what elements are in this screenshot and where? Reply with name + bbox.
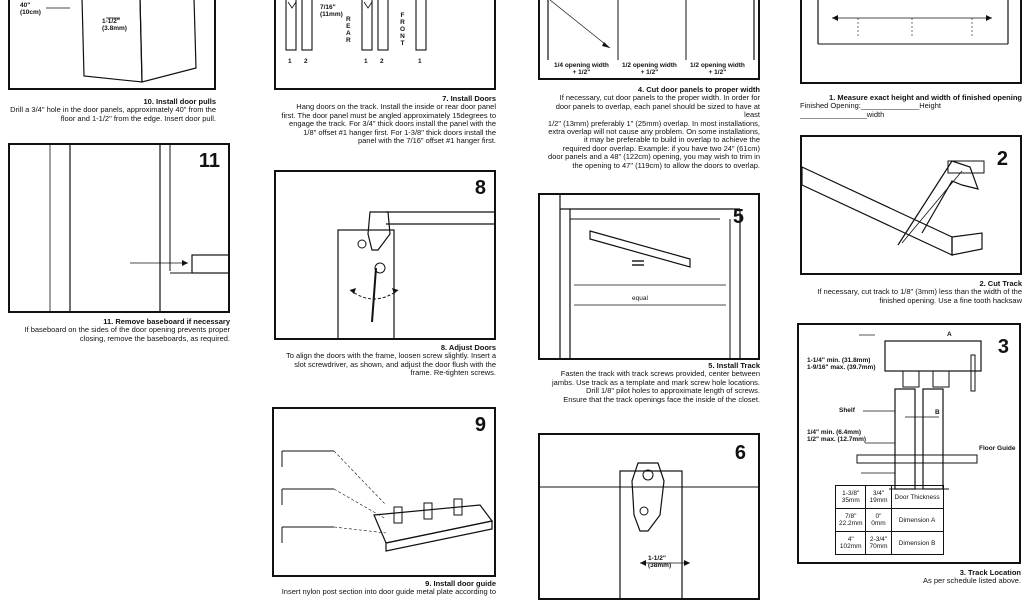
panel-step-5: 5 equal: [538, 193, 760, 360]
step-4-body: If necessary, cut door panels to the pro…: [547, 93, 760, 170]
step-4-title: 4. Cut door panels to proper width: [637, 85, 760, 94]
step-9-caption: 9. Install door guide Insert nylon post …: [272, 579, 496, 597]
table-row: 1-3/8" 35mm 3/4" 19mm Door Thickness: [834, 485, 944, 509]
equal-label: equal: [632, 295, 648, 302]
step-8-caption: 8. Adjust Doors To align the doors with …: [274, 343, 496, 378]
step-2-title: 2. Cut Track: [979, 279, 1022, 288]
front-label: F R O N T: [400, 12, 406, 47]
step-9-number: 9: [474, 414, 486, 436]
step-7-title: 7. Install Doors: [442, 94, 496, 103]
step-3-caption: 3. Track Location As per schedule listed…: [797, 568, 1021, 586]
step-9-body: Insert nylon post section into door guid…: [281, 587, 496, 597]
hanger-position-illustration: [540, 462, 758, 598]
step-11-number: 11: [198, 150, 220, 172]
track-top-dimension-label: 1-1/4" min. (31.8mm) 1-9/16" max. (39.7m…: [807, 357, 876, 371]
step-5-number: 5: [732, 206, 744, 228]
panel-step-4: 1/4 opening width + 1/2" 1/2 opening wid…: [538, 0, 760, 80]
step-5-title: 5. Install Track: [708, 361, 760, 370]
width-label-1: 1/4 opening width + 1/2": [554, 62, 609, 76]
step-1-caption: 1. Measure exact height and width of fin…: [800, 93, 1022, 119]
hanger-number-4: 2: [380, 58, 384, 65]
step-11-caption: 11. Remove baseboard if necessary If bas…: [8, 317, 230, 343]
panel-step-10: 40" (10cm) 1-1/2" (3.8mm): [8, 0, 216, 90]
install-track-illustration: [559, 195, 741, 358]
width-label-2: 1/2 opening width + 1/2": [622, 62, 677, 76]
floor-guide-label: Floor Guide: [979, 445, 1016, 452]
table-cell: Dimension A: [890, 508, 944, 532]
dimension-a-label: A: [947, 331, 952, 338]
baseboard-illustration: [49, 145, 228, 311]
door-pull-illustration: [46, 0, 197, 83]
table-cell: 7/8" 22.2mm: [834, 508, 867, 532]
step-8-body: To align the doors with the frame, loose…: [286, 351, 496, 378]
step-10-body: Drill a 3/4" hole in the door panels, ap…: [10, 105, 216, 123]
table-cell: 0" 0mm: [865, 508, 892, 532]
table-cell: 1-3/8" 35mm: [834, 485, 867, 509]
step-3-body: As per schedule listed above.: [923, 576, 1021, 586]
step-10-caption: 10. Install door pulls Drill a 3/4" hole…: [8, 97, 216, 123]
table-cell: 3/4" 19mm: [865, 485, 892, 509]
step-10-title: 10. Install door pulls: [143, 97, 216, 106]
hanger-number-1: 1: [288, 58, 292, 65]
hanger-dimension-label: 1-1/2" (38mm): [648, 555, 672, 569]
panel-step-6: 6 1-1/2" (38mm): [538, 433, 760, 600]
track-dimension-table: 1-3/8" 35mm 3/4" 19mm Door Thickness 7/8…: [834, 485, 944, 555]
panel-step-2: 2: [800, 135, 1022, 275]
panel-width-illustration: [547, 0, 755, 60]
table-row: 4" 102mm 2-3/4" 70mm Dimension B: [834, 531, 944, 555]
table-cell: Dimension B: [890, 531, 944, 555]
step-4-caption: 4. Cut door panels to proper width If ne…: [538, 85, 760, 170]
step-9-title: 9. Install door guide: [425, 579, 496, 588]
rear-label: R E A R: [346, 16, 351, 44]
shelf-label: Shelf: [839, 407, 855, 414]
width-label-3: 1/2 opening width + 1/2": [690, 62, 745, 76]
panel-step-11: 11: [8, 143, 230, 313]
step-8-title: 8. Adjust Doors: [440, 343, 496, 352]
door-hanger-illustration: [285, 0, 427, 51]
hanger-offset-label: 7/16" (11mm): [320, 4, 343, 18]
step-6-number: 6: [734, 442, 746, 464]
adjust-door-illustration: [337, 211, 494, 338]
step-2-body: If necessary, cut track to 1/8" (3mm) le…: [817, 287, 1022, 305]
step-11-body: If baseboard on the sides of the door op…: [24, 325, 230, 343]
step-3-number: 3: [997, 336, 1009, 358]
step-2-caption: 2. Cut Track If necessary, cut track to …: [800, 279, 1022, 305]
step-8-number: 8: [474, 177, 486, 199]
step-5-caption: 5. Install Track Fasten the track with t…: [538, 361, 760, 404]
step-7-caption: 7. Install Doors Hang doors on the track…: [274, 94, 496, 146]
dimension-b-label: B: [935, 409, 940, 416]
step-7-body: Hang doors on the track. Install the ins…: [281, 102, 496, 146]
table-row: 7/8" 22.2mm 0" 0mm Dimension A: [834, 508, 944, 532]
cut-track-illustration: [802, 160, 985, 256]
hanger-number-3: 1: [364, 58, 368, 65]
step-11-title: 11. Remove baseboard if necessary: [103, 317, 230, 326]
step-5-body: Fasten the track with track screws provi…: [551, 369, 760, 404]
hanger-number-2: 2: [304, 58, 308, 65]
table-cell: 2-3/4" 70mm: [865, 531, 892, 555]
step-1-title: 1. Measure exact height and width of fin…: [829, 93, 1022, 102]
step-3-title: 3. Track Location: [959, 568, 1021, 577]
panel-step-3: 3 1-1/4" min. (31.8mm) 1-9/16" max. (39.…: [797, 323, 1021, 564]
door-guide-illustration: [281, 450, 494, 552]
dimension-label-height: 40" (10cm): [20, 2, 41, 16]
panel-step-8: 8: [274, 170, 496, 340]
dimension-label-edge: 1-1/2" (3.8mm): [102, 18, 127, 32]
hanger-number-5: 1: [418, 58, 422, 65]
track-bottom-dimension-label: 1/4" min. (6.4mm) 1/2" max. (12.7mm): [807, 429, 867, 443]
measure-opening-illustration: [817, 0, 1009, 45]
panel-step-1: [800, 0, 1022, 84]
table-cell: Door Thickness: [890, 485, 944, 509]
step-2-number: 2: [996, 148, 1008, 170]
panel-step-7: 7/16" (11mm) R E A R F R O N T 1 2 1 2 1: [274, 0, 496, 90]
step-1-body: Finished Opening:______________Height __…: [800, 101, 941, 119]
table-cell: 4" 102mm: [834, 531, 867, 555]
panel-step-9: 9: [272, 407, 496, 577]
